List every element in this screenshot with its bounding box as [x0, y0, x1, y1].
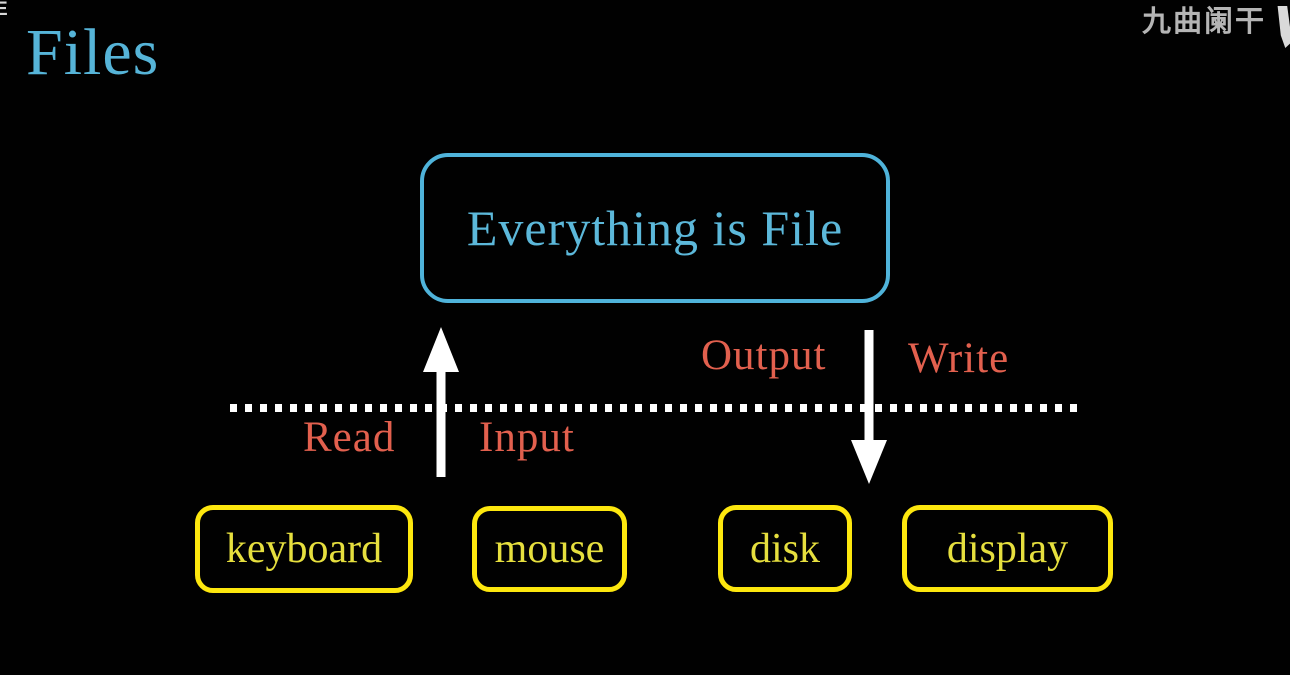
corner-watermark-fragment: E — [0, 0, 8, 20]
watermark-text: 九曲阑干 — [1141, 4, 1266, 38]
boundary-dotted-line — [230, 404, 1085, 412]
device-label: mouse — [494, 526, 605, 572]
everything-is-file-box: Everything is File — [420, 153, 890, 303]
watermark-logo-icon — [1277, 6, 1290, 48]
device-box-disk: disk — [718, 505, 852, 592]
label-input: Input — [479, 414, 575, 461]
label-write: Write — [908, 335, 1010, 382]
read-input-up-arrow-icon — [423, 327, 459, 477]
page-title: Files — [26, 16, 160, 89]
label-output: Output — [701, 332, 827, 379]
device-box-mouse: mouse — [472, 506, 627, 592]
output-write-down-arrow-icon — [851, 330, 887, 484]
main-box-label: Everything is File — [466, 200, 844, 256]
channel-watermark: 九曲阑干 — [1141, 4, 1290, 48]
label-read: Read — [303, 414, 396, 461]
device-label: display — [946, 525, 1069, 572]
device-box-keyboard: keyboard — [195, 505, 413, 593]
device-label: disk — [749, 525, 820, 572]
device-box-display: display — [902, 505, 1113, 592]
device-label: keyboard — [225, 526, 383, 572]
